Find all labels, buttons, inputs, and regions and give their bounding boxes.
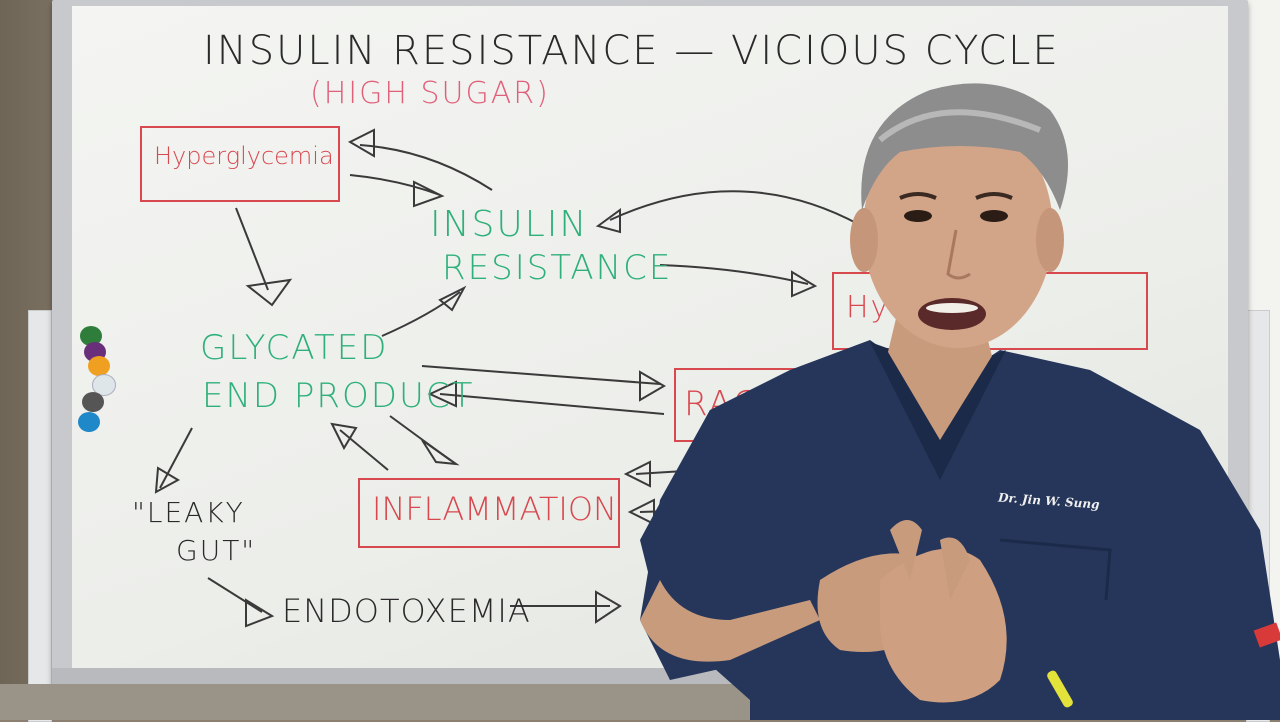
arrow-inflammation-to-endproduct bbox=[339, 429, 389, 471]
whiteboard-stand-leg-left bbox=[28, 310, 52, 722]
face bbox=[863, 112, 1053, 348]
inflammation-label: INFLAMMATION bbox=[372, 490, 617, 528]
arrow-hyperinsulinemia-to-insulin bbox=[609, 190, 861, 226]
arrow-glycated-to-insulin bbox=[381, 291, 461, 337]
hyperglycemia-box bbox=[140, 126, 340, 202]
arrow-leakygut-to-endotoxemia bbox=[207, 577, 263, 613]
arrow-endproduct-to-rage bbox=[421, 365, 661, 385]
arrow-insulin-to-hyperglycemia bbox=[359, 144, 493, 191]
arrow-hyperglycemia-to-insulin bbox=[349, 174, 441, 196]
board-subtitle: (HIGH SUGAR) bbox=[310, 76, 550, 111]
hair bbox=[861, 83, 1068, 210]
insulin-label: INSULIN bbox=[430, 204, 589, 245]
board-magnets bbox=[78, 326, 118, 436]
endotoxemia-label: ENDOTOXEMIA bbox=[282, 592, 531, 630]
end-product-label: END PRODUCT bbox=[202, 376, 475, 416]
mouth bbox=[918, 298, 986, 330]
arrow-glycated-to-leakygut bbox=[159, 427, 193, 489]
magnet-orange bbox=[88, 356, 110, 376]
inflammation-box bbox=[358, 478, 620, 548]
presenter bbox=[640, 83, 1280, 720]
magnet-clear bbox=[92, 374, 116, 396]
board-title: INSULIN RESISTANCE — VICIOUS CYCLE bbox=[203, 28, 1060, 74]
gut-label: GUT" bbox=[176, 534, 257, 567]
resistance-label: RESISTANCE bbox=[442, 248, 673, 288]
glycated-label: GLYCATED bbox=[200, 328, 389, 368]
yellow-bracelet bbox=[1047, 670, 1073, 708]
magnet-green bbox=[80, 326, 102, 346]
magnet-grey bbox=[82, 392, 104, 412]
magnet-blue bbox=[78, 412, 100, 432]
hyperglycemia-label: Hyperglycemia bbox=[154, 142, 334, 170]
right-hand bbox=[880, 548, 1007, 703]
arrow-hyperglycemia-to-glycated bbox=[235, 207, 269, 291]
leaky-label: "LEAKY bbox=[132, 496, 245, 529]
arrow-rage-to-endproduct bbox=[439, 393, 665, 415]
